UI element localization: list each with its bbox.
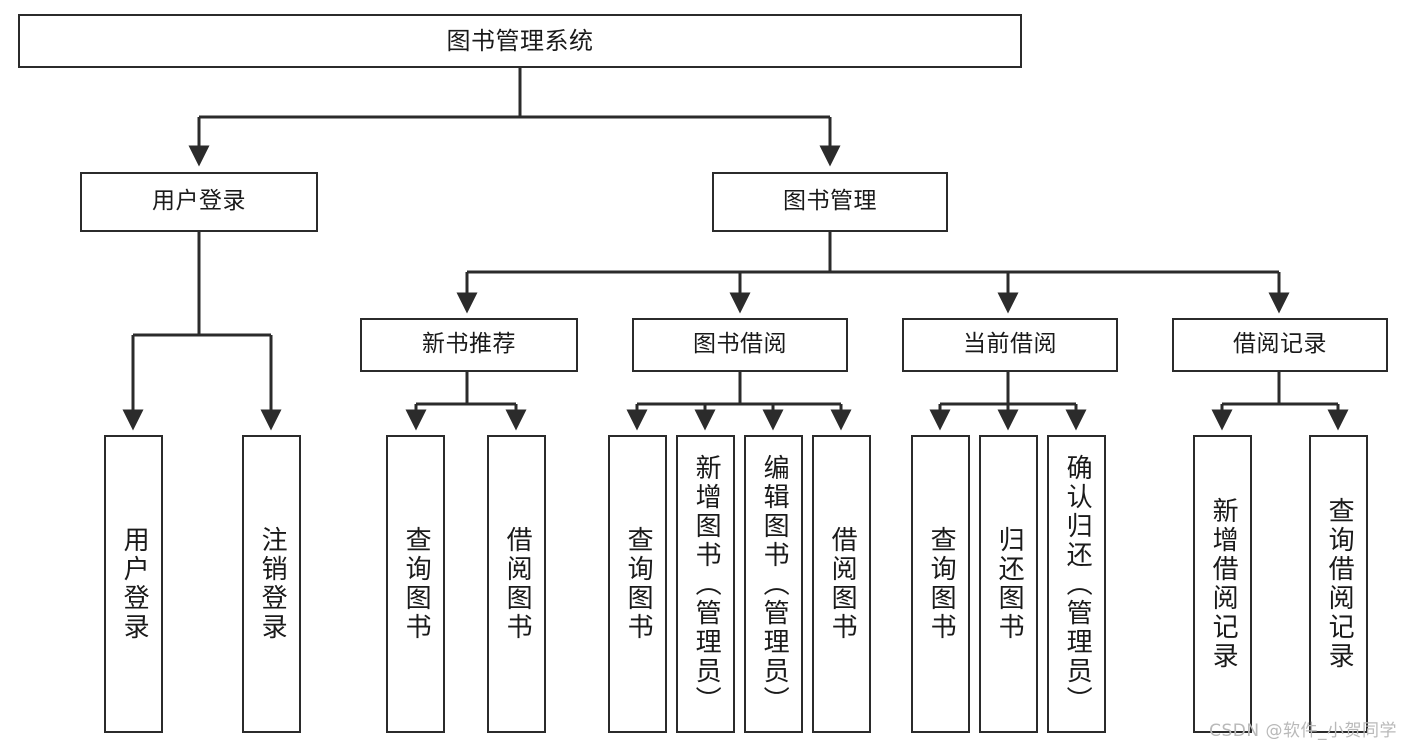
node-label: 用户登录 bbox=[119, 526, 150, 642]
leaf-borrow-book-recommend[interactable]: 借阅图书 bbox=[487, 435, 546, 733]
node-label: 查询图书 bbox=[401, 526, 432, 642]
node-new-book-recommend[interactable]: 新书推荐 bbox=[360, 318, 578, 372]
leaf-logout-login[interactable]: 注销登录 bbox=[242, 435, 301, 733]
leaf-edit-book-admin[interactable]: 编辑图书（管理员） bbox=[744, 435, 803, 733]
node-label: 查询借阅记录 bbox=[1324, 497, 1355, 671]
node-label: 图书借阅 bbox=[693, 331, 787, 358]
node-book-management[interactable]: 图书管理 bbox=[712, 172, 948, 232]
node-label: 归还图书 bbox=[994, 526, 1025, 642]
leaf-query-book-current[interactable]: 查询图书 bbox=[911, 435, 970, 733]
node-label: 图书管理 bbox=[783, 188, 877, 215]
leaf-return-book[interactable]: 归还图书 bbox=[979, 435, 1038, 733]
node-borrow-record[interactable]: 借阅记录 bbox=[1172, 318, 1388, 372]
leaf-user-login[interactable]: 用户登录 bbox=[104, 435, 163, 733]
node-root-system[interactable]: 图书管理系统 bbox=[18, 14, 1022, 68]
node-label: 确认归还（管理员） bbox=[1062, 453, 1093, 715]
node-label: 新书推荐 bbox=[422, 331, 516, 358]
leaf-query-borrow-record[interactable]: 查询借阅记录 bbox=[1309, 435, 1368, 733]
node-label: 当前借阅 bbox=[963, 331, 1057, 358]
leaf-add-book-admin[interactable]: 新增图书（管理员） bbox=[676, 435, 735, 733]
leaf-query-book-borrow[interactable]: 查询图书 bbox=[608, 435, 667, 733]
node-label: 新增借阅记录 bbox=[1208, 497, 1239, 671]
node-current-borrow[interactable]: 当前借阅 bbox=[902, 318, 1118, 372]
node-label: 用户登录 bbox=[152, 188, 246, 215]
leaf-add-borrow-record[interactable]: 新增借阅记录 bbox=[1193, 435, 1252, 733]
node-label: 查询图书 bbox=[926, 526, 957, 642]
node-label: 借阅记录 bbox=[1233, 331, 1327, 358]
node-label: 图书管理系统 bbox=[446, 26, 594, 55]
leaf-query-book-recommend[interactable]: 查询图书 bbox=[386, 435, 445, 733]
node-label: 新增图书（管理员） bbox=[691, 453, 722, 715]
csdn-watermark: CSDN @软件_小贺同学 bbox=[1209, 721, 1397, 741]
leaf-borrow-book[interactable]: 借阅图书 bbox=[812, 435, 871, 733]
node-label: 编辑图书（管理员） bbox=[759, 453, 790, 715]
leaf-confirm-return-admin[interactable]: 确认归还（管理员） bbox=[1047, 435, 1106, 733]
node-user-login[interactable]: 用户登录 bbox=[80, 172, 318, 232]
node-label: 借阅图书 bbox=[502, 526, 533, 642]
node-label: 借阅图书 bbox=[827, 526, 858, 642]
node-label: 注销登录 bbox=[257, 526, 288, 642]
node-label: 查询图书 bbox=[623, 526, 654, 642]
node-book-borrow[interactable]: 图书借阅 bbox=[632, 318, 848, 372]
